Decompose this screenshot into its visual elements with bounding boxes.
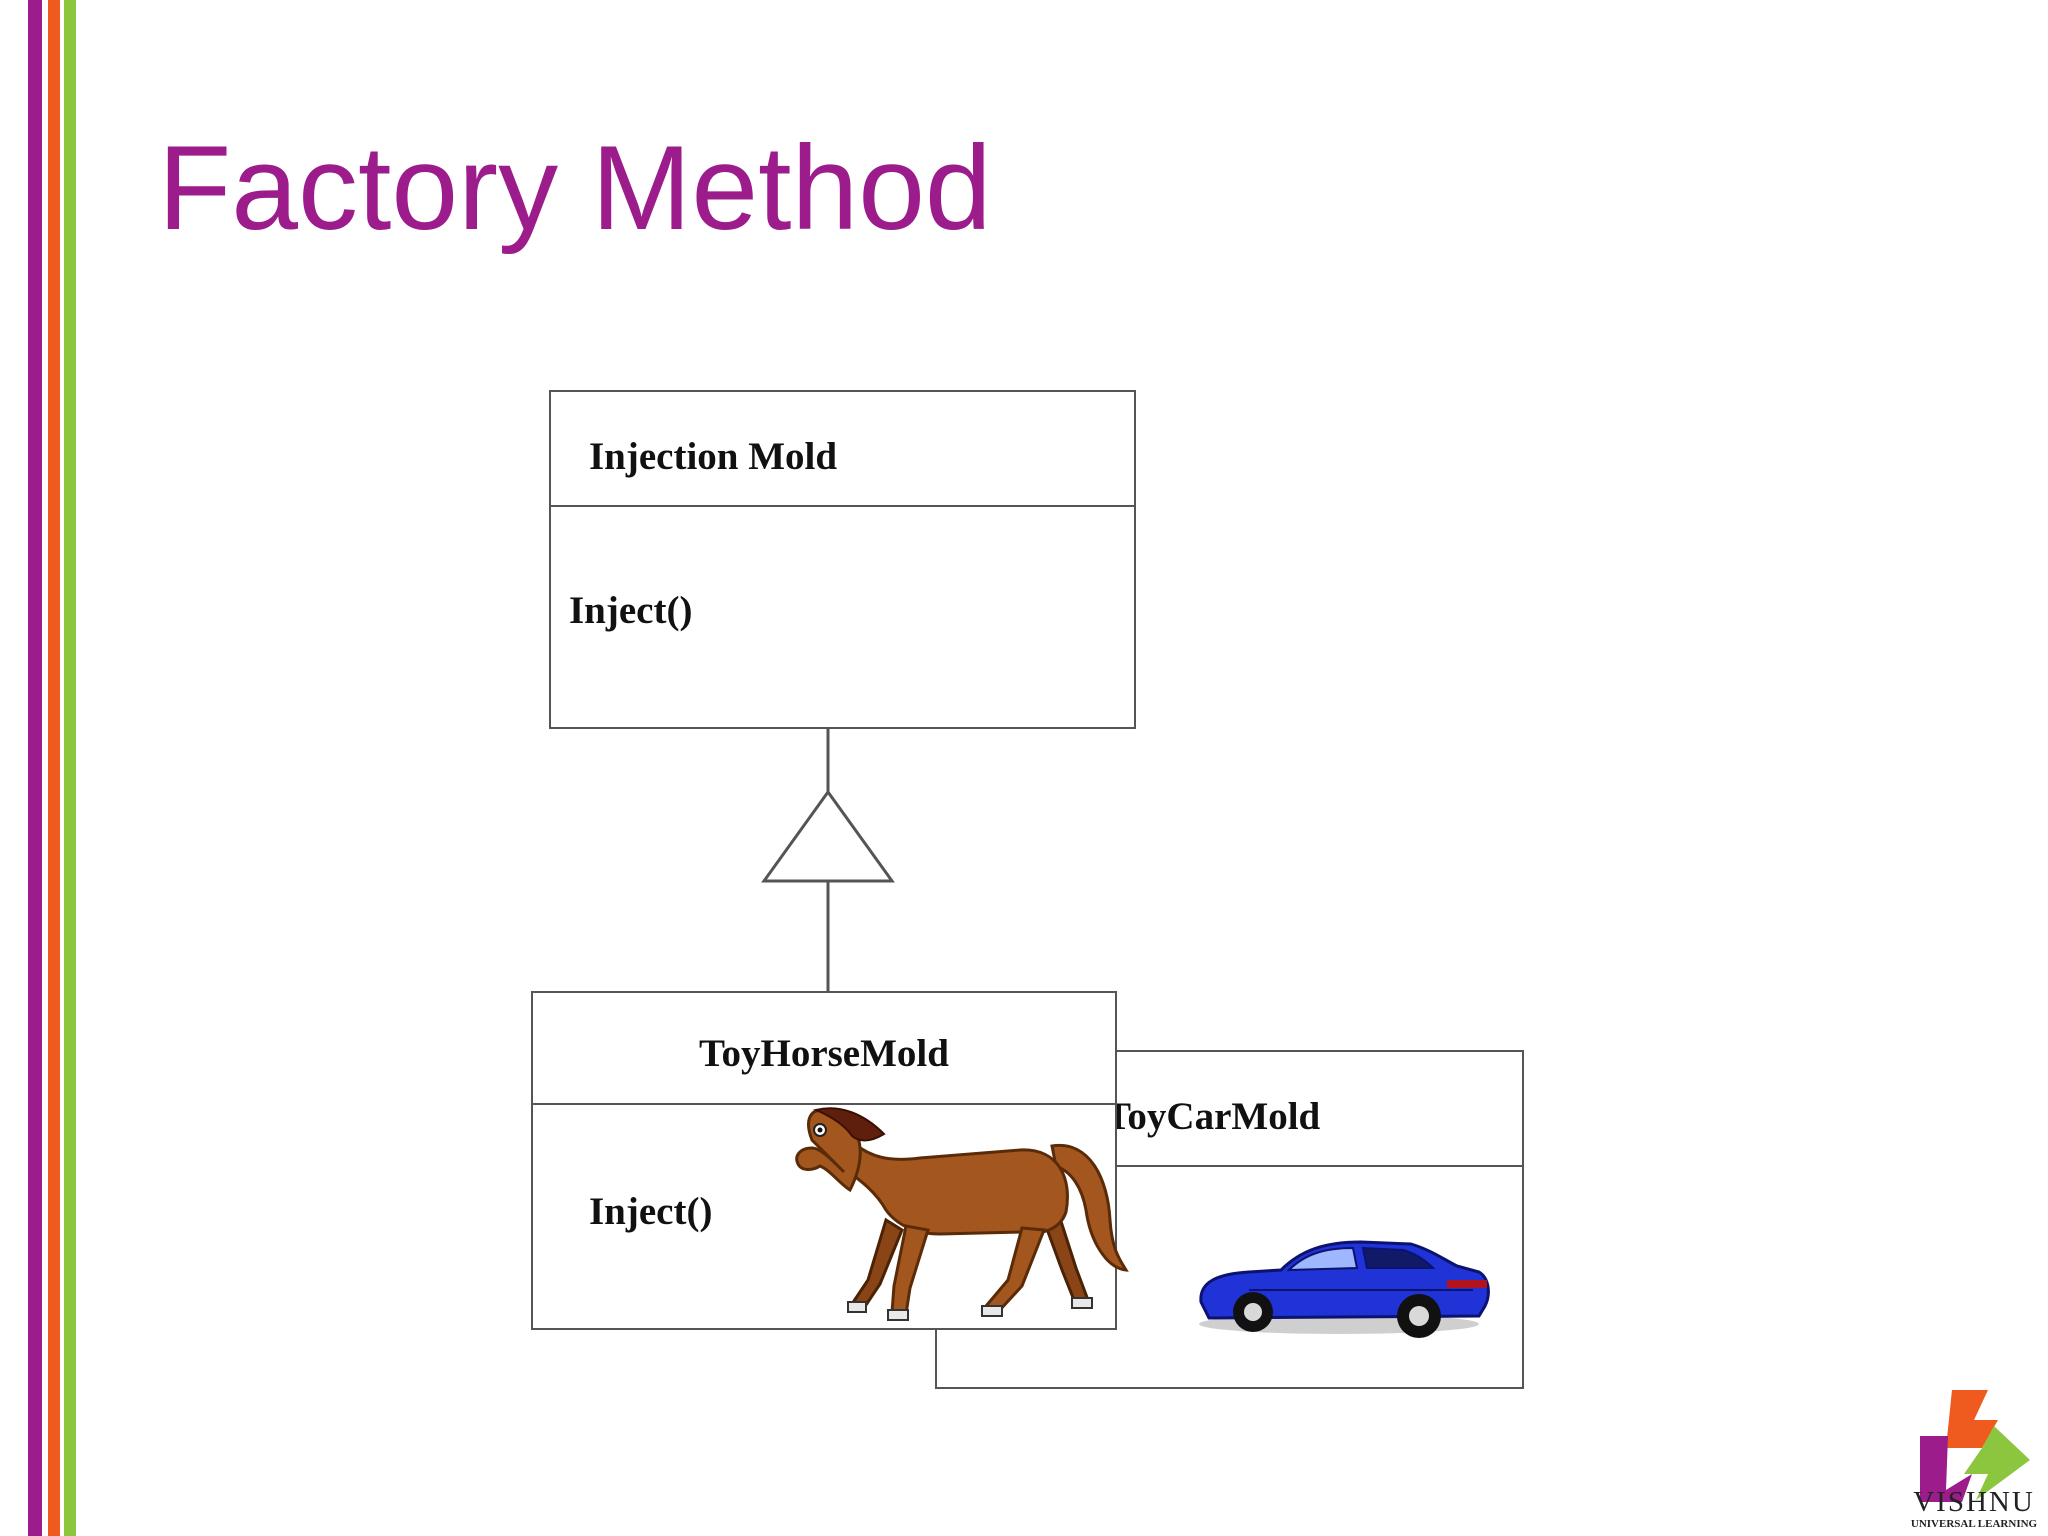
class-operation: Inject() (589, 1190, 713, 1233)
class-name: ToyHorseMold (699, 1032, 949, 1075)
blue-car-image (1199, 1240, 1490, 1338)
vishnu-logo-icon (1920, 1390, 2030, 1502)
class-header (533, 993, 1115, 1105)
logo-tagline: UNIVERSAL LEARNING (1910, 1518, 2038, 1530)
class-header (937, 1052, 1522, 1167)
class-name: Injection Mold (589, 435, 838, 478)
logo-name: VISHNU (1913, 1486, 2035, 1518)
class-header (551, 392, 1134, 507)
class-operation: Inject() (569, 589, 693, 632)
left-stripe-purple (28, 0, 42, 1536)
horse-image (795, 1107, 1129, 1321)
injection-mold-class: Injection Mold Inject() (549, 390, 1136, 729)
class-name: ToyCarMold (1105, 1095, 1321, 1138)
left-stripe-green (64, 0, 76, 1536)
slide-title: Factory Method (158, 121, 992, 255)
left-stripe-orange (48, 0, 60, 1536)
